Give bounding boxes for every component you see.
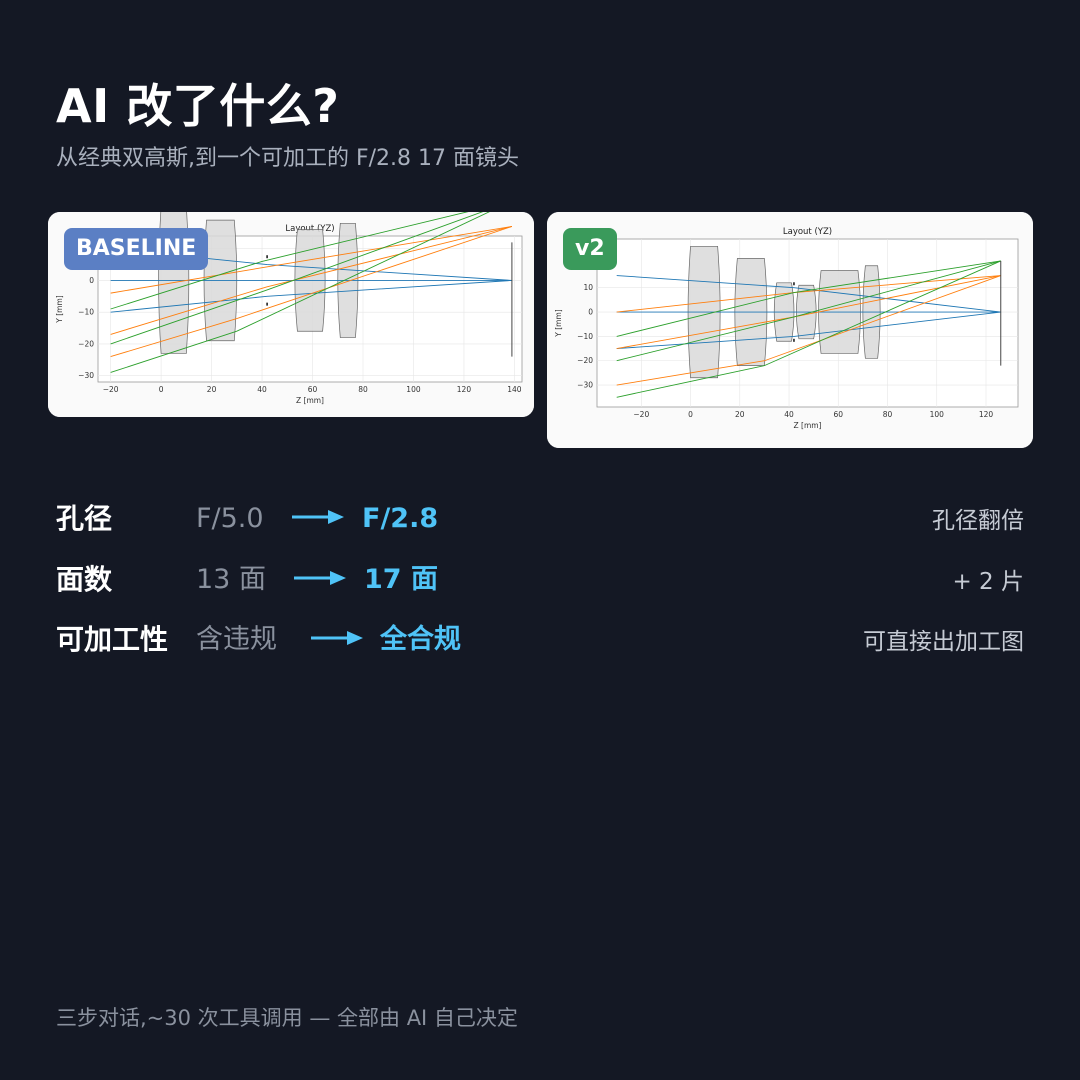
page-subtitle: 从经典双高斯,到一个可加工的 F/2.8 17 面镜头 [56, 146, 520, 171]
x-tick-label: 60 [308, 385, 318, 394]
metric-to-value: F/2.8 [362, 503, 439, 534]
metric-from-value: 含违规 [196, 624, 277, 655]
metric-to-value: 17 面 [364, 564, 438, 595]
baseline-layout-chart: −20020406080100120140100−10−20−30Layout … [48, 212, 534, 417]
ray-line [110, 212, 484, 345]
ray-line [110, 226, 513, 358]
metric-label: 面数 [56, 563, 113, 596]
arrow-right-icon [294, 571, 346, 585]
x-axis-label: Z [mm] [296, 396, 324, 405]
y-axis-label: Y [mm] [55, 295, 64, 324]
ray-line [616, 260, 1001, 398]
metric-row-aperture: 孔径 F/5.0 F/2.8 孔径翻倍 [56, 499, 1024, 539]
metric-note: 可直接出加工图 [863, 629, 1024, 655]
arrow-right-icon [311, 631, 363, 645]
x-tick-label: −20 [103, 385, 119, 394]
y-tick-label: −30 [577, 381, 593, 390]
metric-label: 孔径 [56, 502, 113, 535]
page-title: AI 改了什么? [56, 79, 340, 133]
v2-badge: v2 [563, 228, 617, 270]
x-tick-label: 100 [930, 410, 945, 419]
x-axis-label: Z [mm] [794, 421, 822, 430]
ray-line [616, 275, 1001, 313]
x-tick-label: 40 [257, 385, 267, 394]
y-axis-label: Y [mm] [554, 309, 563, 338]
ray-line [110, 279, 512, 313]
y-tick-label: 10 [583, 283, 593, 292]
x-tick-label: 140 [507, 385, 522, 394]
metric-from-value: 13 面 [196, 564, 266, 595]
x-tick-label: 0 [688, 410, 693, 419]
metric-row-surfaces: 面数 13 面 17 面 + 2 片 [56, 560, 1024, 600]
ray-line [616, 260, 1001, 337]
ray-line [110, 226, 513, 335]
x-tick-label: 20 [207, 385, 217, 394]
ray-line [616, 275, 1001, 386]
y-tick-label: 0 [89, 276, 94, 285]
x-tick-label: 40 [784, 410, 794, 419]
x-tick-label: 0 [159, 385, 164, 394]
metric-row-manufacturability: 可加工性 含违规 全合规 可直接出加工图 [56, 620, 1024, 660]
x-tick-label: 60 [834, 410, 844, 419]
arrow-right-icon [292, 510, 344, 524]
metric-from-value: F/5.0 [196, 503, 264, 534]
ray-line [616, 260, 1001, 362]
baseline-badge: BASELINE [64, 228, 209, 270]
metric-note: + 2 片 [952, 569, 1024, 595]
baseline-layout-card: −20020406080100120140100−10−20−30Layout … [48, 212, 534, 417]
x-tick-label: 20 [735, 410, 745, 419]
x-tick-label: 80 [883, 410, 893, 419]
x-tick-label: −20 [633, 410, 649, 419]
metric-note: 孔径翻倍 [932, 508, 1024, 534]
metric-to-value: 全合规 [380, 624, 461, 655]
y-tick-label: −10 [78, 308, 94, 317]
y-tick-label: 0 [588, 308, 593, 317]
chart-title: Layout (YZ) [783, 227, 832, 237]
metric-label: 可加工性 [56, 623, 169, 656]
footer-caption: 三步对话,~30 次工具调用 — 全部由 AI 自己决定 [56, 1006, 518, 1030]
y-tick-label: −10 [577, 332, 593, 341]
ray-line [110, 212, 469, 310]
y-tick-label: −30 [78, 371, 94, 380]
x-tick-label: 80 [358, 385, 368, 394]
ray-line [616, 311, 1001, 350]
chart-title: Layout (YZ) [285, 224, 334, 234]
ray-line [110, 212, 490, 373]
y-tick-label: −20 [577, 356, 593, 365]
y-tick-label: −20 [78, 339, 94, 348]
x-tick-label: 120 [457, 385, 472, 394]
x-tick-label: 120 [979, 410, 994, 419]
x-tick-label: 100 [406, 385, 421, 394]
